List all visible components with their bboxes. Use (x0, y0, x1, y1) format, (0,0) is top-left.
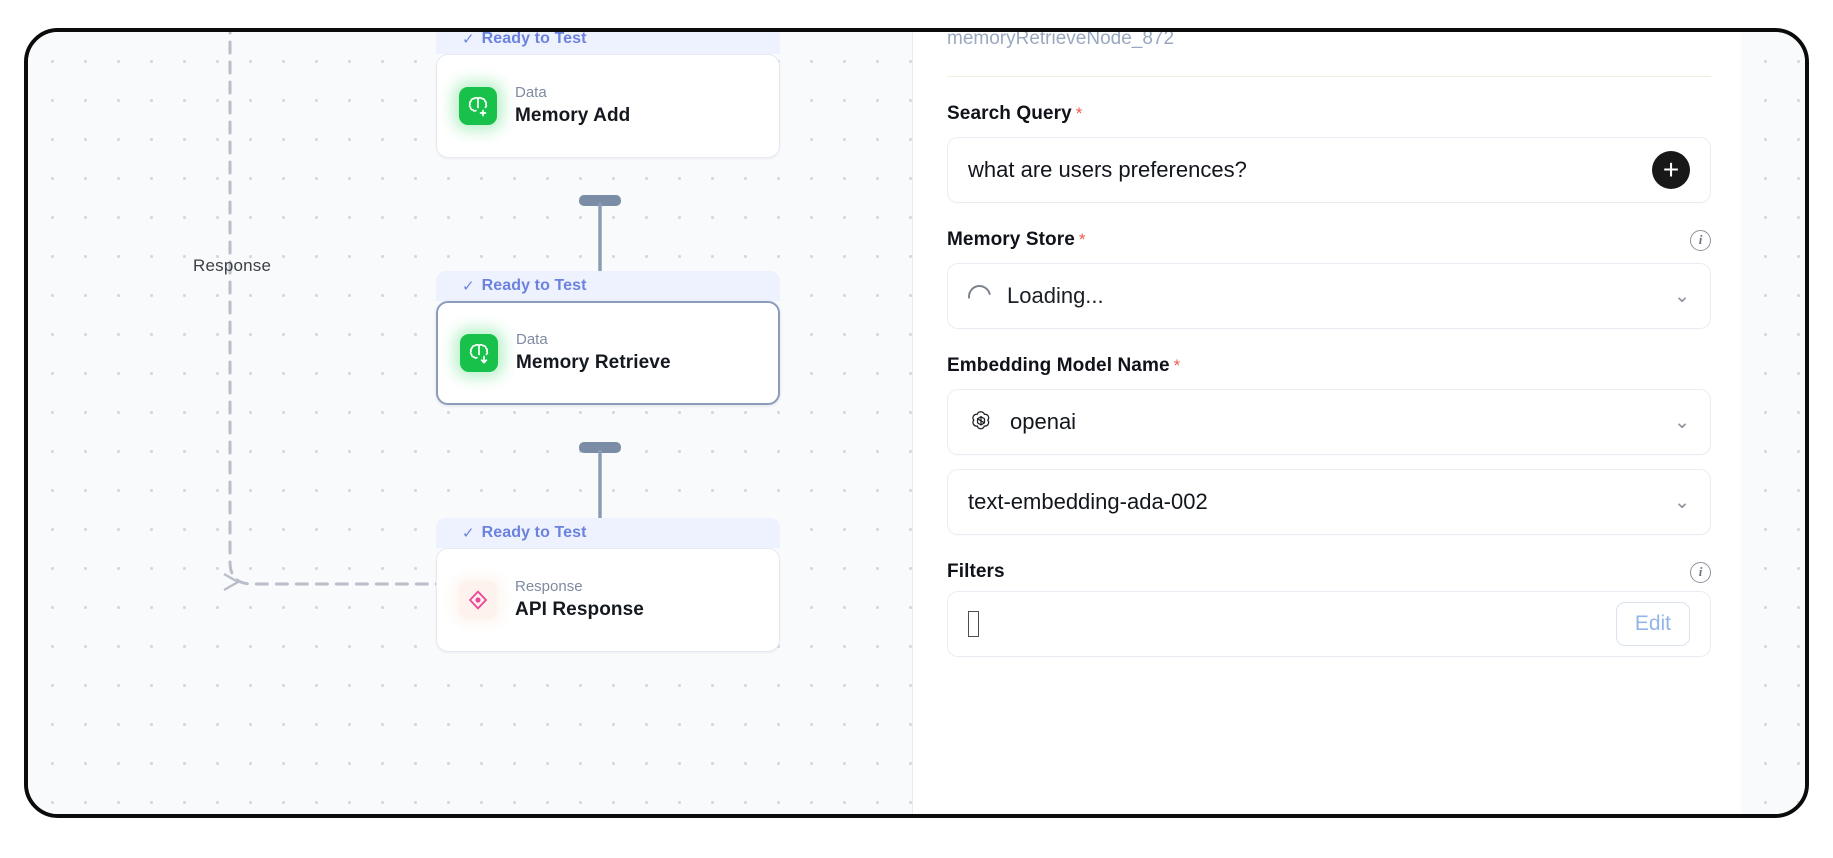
check-icon: ✓ (462, 524, 475, 542)
node-title-label: API Response (515, 598, 644, 620)
field-label: Embedding Model Name (947, 355, 1170, 376)
field-label-group: Search Query* (947, 103, 1082, 125)
embedding-model-value: text-embedding-ada-002 (968, 489, 1208, 514)
node-status-label: Ready to Test (481, 524, 587, 541)
embedding-provider-select[interactable]: openai ⌄ (947, 389, 1711, 455)
field-label-group: Embedding Model Name* (947, 355, 1180, 377)
required-marker: * (1075, 104, 1083, 123)
flow-node-memory-retrieve[interactable]: ✓ Ready to Test Data Memory Retrieve (436, 271, 780, 405)
info-icon[interactable]: i (1690, 229, 1711, 251)
node-card[interactable]: Response API Response (436, 548, 780, 652)
node-status-badge: ✓ Ready to Test (436, 32, 780, 54)
field-filters: Filters i Edit (947, 561, 1711, 657)
field-header: Embedding Model Name* (947, 355, 1711, 377)
node-status-label: Ready to Test (481, 277, 587, 294)
field-header: Search Query* (947, 103, 1711, 125)
openai-icon (968, 409, 994, 435)
chevron-down-icon[interactable]: ⌄ (1674, 411, 1690, 433)
memory-add-brain-icon (459, 87, 497, 125)
chevron-down-icon[interactable]: ⌄ (1674, 285, 1690, 307)
flow-canvas[interactable]: Response ✓ Ready to Test (28, 32, 912, 814)
edit-button[interactable]: Edit (1615, 602, 1690, 646)
node-kind-label: Response (515, 578, 583, 596)
memory-store-select[interactable]: Loading... ⌄ (947, 263, 1711, 329)
response-edge-label: Response (193, 256, 272, 275)
api-response-icon (459, 581, 497, 619)
node-properties-panel[interactable]: memoryRetrieveNode_872 Search Query* wha… (912, 32, 1745, 814)
field-label: Filters (947, 561, 1005, 582)
node-status-badge: ✓ Ready to Test (436, 271, 780, 301)
chevron-down-icon[interactable]: ⌄ (1674, 491, 1690, 513)
node-kind-label: Data (515, 84, 547, 102)
memory-store-value: Loading... (1007, 283, 1104, 308)
plus-icon: + (1662, 154, 1680, 185)
filters-input[interactable]: Edit (947, 591, 1711, 657)
search-query-value: what are users preferences? (968, 157, 1247, 182)
field-label: Search Query (947, 103, 1072, 124)
node-id-label: memoryRetrieveNode_872 (947, 32, 1175, 49)
field-label-group: Memory Store* (947, 229, 1086, 251)
node-title-label: Memory Add (515, 104, 631, 126)
required-marker: * (1173, 356, 1181, 375)
field-header: Memory Store* i (947, 229, 1711, 251)
field-search-query: Search Query* what are users preferences… (947, 103, 1711, 203)
response-edge (223, 32, 598, 592)
node-title-label: Memory Retrieve (516, 351, 671, 373)
memory-retrieve-brain-icon (460, 334, 498, 372)
info-icon[interactable]: i (1690, 561, 1711, 583)
canvas-right-strip (1741, 32, 1805, 814)
node-kind-label: Data (516, 331, 548, 349)
embedding-provider-value: openai (1010, 409, 1077, 434)
field-embedding-model-name: Embedding Model Name* openai ⌄ text-embe… (947, 355, 1711, 535)
node-card[interactable]: Data Memory Add (436, 54, 780, 158)
search-query-input[interactable]: what are users preferences? + (947, 137, 1711, 203)
add-button[interactable]: + (1652, 151, 1690, 189)
required-marker: * (1078, 230, 1086, 249)
empty-glyph (968, 610, 979, 637)
field-memory-store: Memory Store* i Loading... ⌄ (947, 229, 1711, 329)
check-icon: ✓ (462, 277, 475, 295)
field-label: Memory Store (947, 229, 1075, 250)
node-status-badge: ✓ Ready to Test (436, 518, 780, 548)
field-header: Filters i (947, 561, 1711, 583)
flow-node-api-response[interactable]: ✓ Ready to Test Response API Response (436, 518, 780, 652)
flow-node-memory-add[interactable]: ✓ Ready to Test Data Memory Add (436, 32, 780, 158)
check-icon: ✓ (462, 32, 475, 48)
node-status-label: Ready to Test (481, 32, 587, 47)
node-card[interactable]: Data Memory Retrieve (436, 301, 780, 405)
panel-divider (947, 76, 1711, 77)
embedding-model-select[interactable]: text-embedding-ada-002 ⌄ (947, 469, 1711, 535)
app-window: Response ✓ Ready to Test (24, 28, 1809, 818)
spinner-icon (963, 279, 996, 313)
filters-value (968, 610, 1616, 638)
